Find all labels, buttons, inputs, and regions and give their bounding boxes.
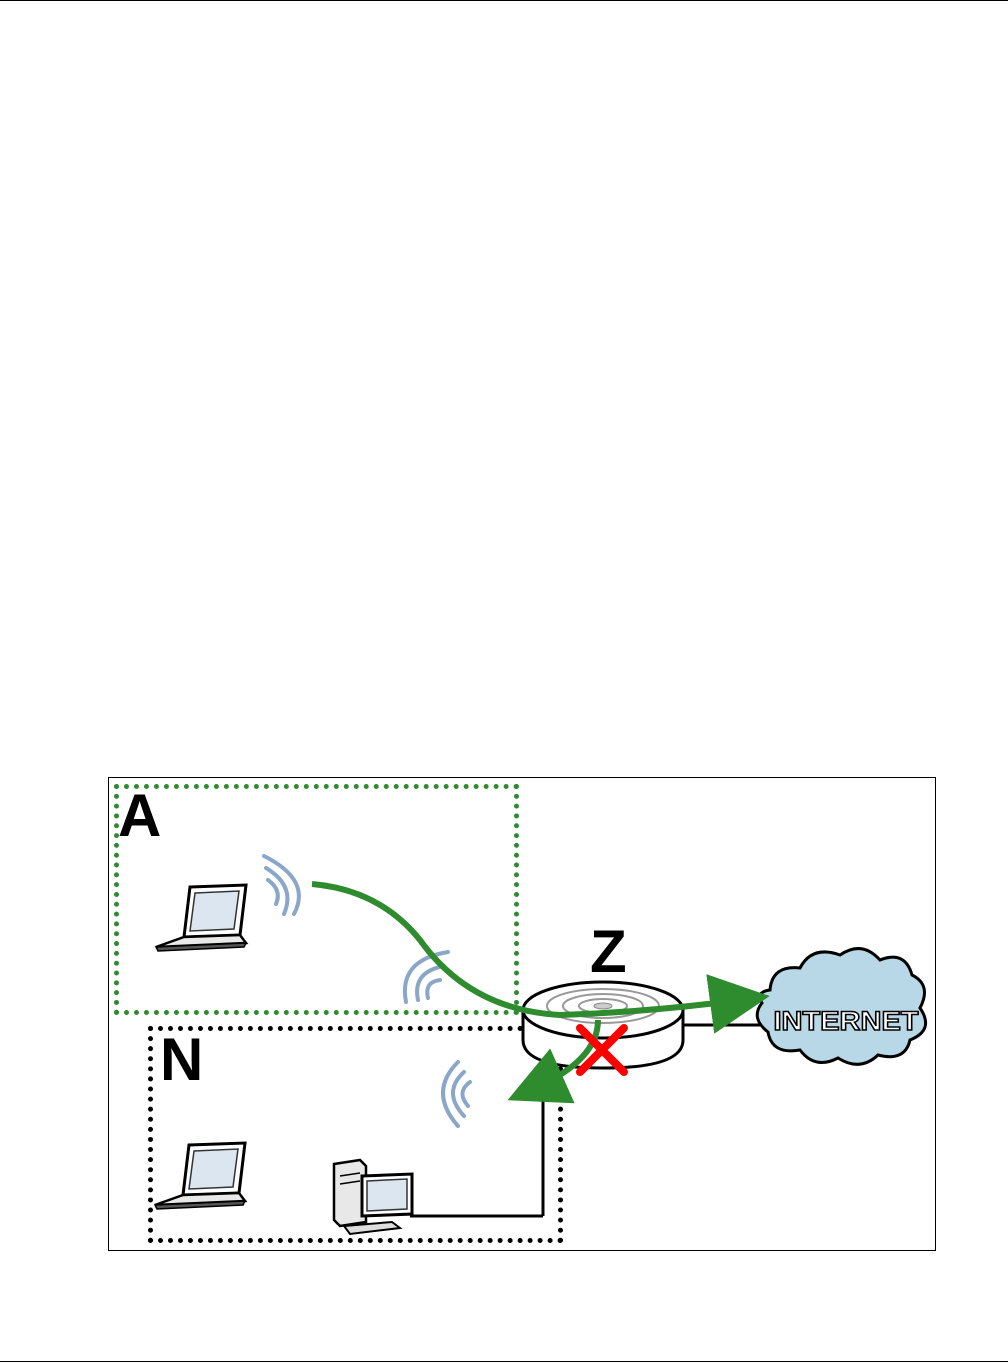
guest-traffic-arrow (312, 884, 740, 1015)
footer-rule (0, 1361, 1008, 1362)
internet-label: INTERNET (774, 1006, 920, 1036)
desktop-computer-icon (334, 1160, 412, 1234)
wireless-signal-icon (443, 1062, 470, 1126)
wireless-signal-icon (264, 856, 299, 914)
laptop-icon (156, 885, 246, 951)
internet-cloud-icon: INTERNET (757, 949, 925, 1065)
laptop-icon (155, 1143, 245, 1209)
wireless-signal-icon (405, 952, 448, 1002)
